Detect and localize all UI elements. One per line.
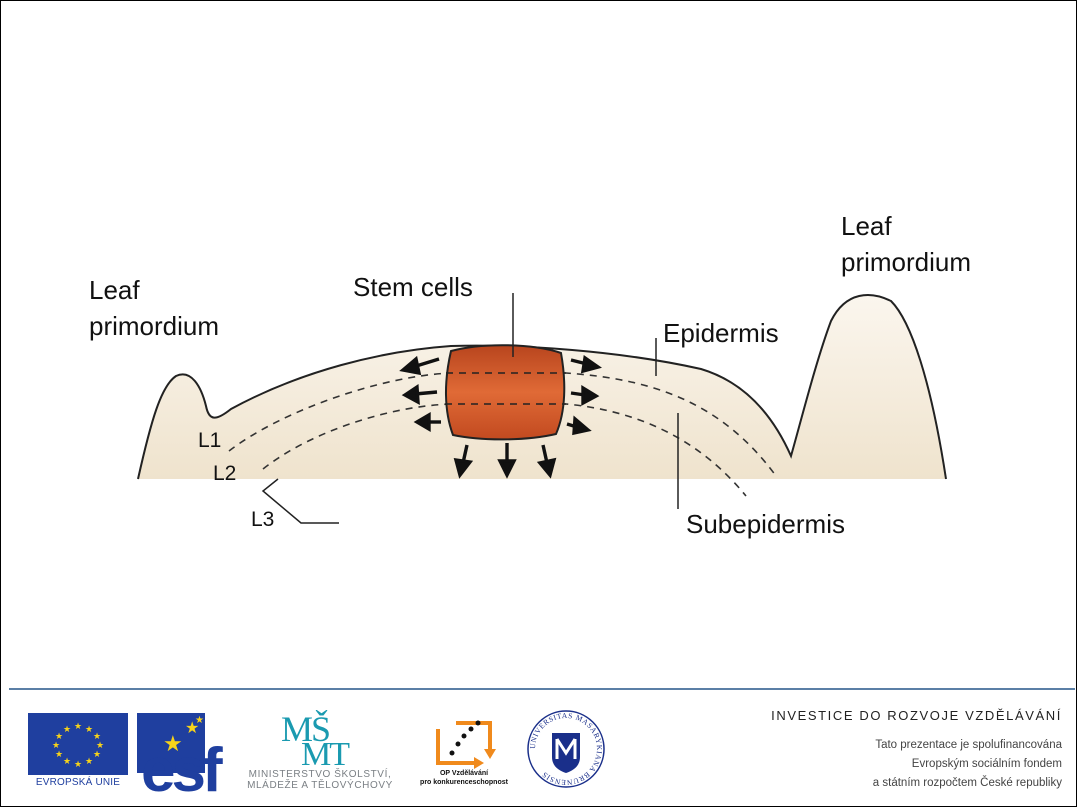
leaf-right-line2: primordium [841, 244, 971, 280]
svg-text:★: ★ [52, 741, 60, 751]
svg-text:MT: MT [301, 736, 350, 767]
op-line1: OP Vzdělávání [409, 769, 519, 778]
leaf-left-line1: Leaf [89, 272, 219, 308]
leaf-primordium-right-label: Leaf primordium [841, 208, 971, 280]
subepidermis-label: Subepidermis [686, 506, 845, 542]
msmt-logo: MŠ MT [271, 707, 371, 767]
l1-label: L1 [198, 429, 221, 453]
leaf-right-line1: Leaf [841, 208, 971, 244]
meristem-diagram [1, 1, 1077, 691]
leaf-left-line2: primordium [89, 308, 219, 344]
stem-cells-label: Stem cells [353, 269, 473, 305]
msmt-caption: MINISTERSTVO ŠKOLSTVÍ, MLÁDEŽE A TĚLOVÝC… [235, 769, 405, 791]
epidermis-label: Epidermis [663, 315, 779, 351]
investice-line-2: Evropským sociálním fondem [912, 758, 1062, 770]
op-line2: pro konkurenceschopnost [409, 778, 519, 787]
stem-cells-zone [446, 345, 564, 439]
op-caption: OP Vzdělávání pro konkurenceschopnost [409, 769, 519, 787]
svg-text:★: ★ [55, 732, 63, 742]
svg-text:★: ★ [85, 725, 93, 735]
footer-divider [9, 688, 1075, 690]
svg-text:★: ★ [63, 757, 71, 767]
svg-text:★: ★ [63, 725, 71, 735]
esf-logo: ★ ★ ★ esf [137, 713, 229, 793]
esf-text: esf [141, 736, 223, 793]
investice-line-3: a státním rozpočtem České republiky [873, 777, 1062, 789]
svg-text:★: ★ [85, 757, 93, 767]
svg-text:★: ★ [55, 750, 63, 760]
svg-text:★: ★ [195, 715, 204, 726]
investice-line-1: Tato prezentace je spolufinancována [875, 739, 1062, 751]
l3-leader [263, 479, 339, 523]
op-vk-logo [434, 713, 498, 769]
msmt-line1: MINISTERSTVO ŠKOLSTVÍ, [235, 769, 405, 780]
svg-text:★: ★ [93, 750, 101, 760]
svg-text:★: ★ [74, 760, 82, 770]
eu-caption: EVROPSKÁ UNIE [28, 777, 128, 788]
l2-label: L2 [213, 462, 236, 486]
eu-stars-icon: ★★★ ★★★ ★★★ ★★★ [28, 713, 128, 775]
svg-text:★: ★ [74, 722, 82, 732]
msmt-line2: MLÁDEŽE A TĚLOVÝCHOVY [235, 780, 405, 791]
l3-label: L3 [251, 508, 274, 532]
leaf-primordium-left-label: Leaf primordium [89, 272, 219, 344]
investice-title: INVESTICE DO ROZVOJE VZDĚLÁVÁNÍ [771, 708, 1062, 723]
eu-flag-logo: ★★★ ★★★ ★★★ ★★★ [28, 713, 128, 775]
muni-seal-logo: UNIVERSITAS MASARYKIANA BRUNENSIS [526, 709, 606, 789]
